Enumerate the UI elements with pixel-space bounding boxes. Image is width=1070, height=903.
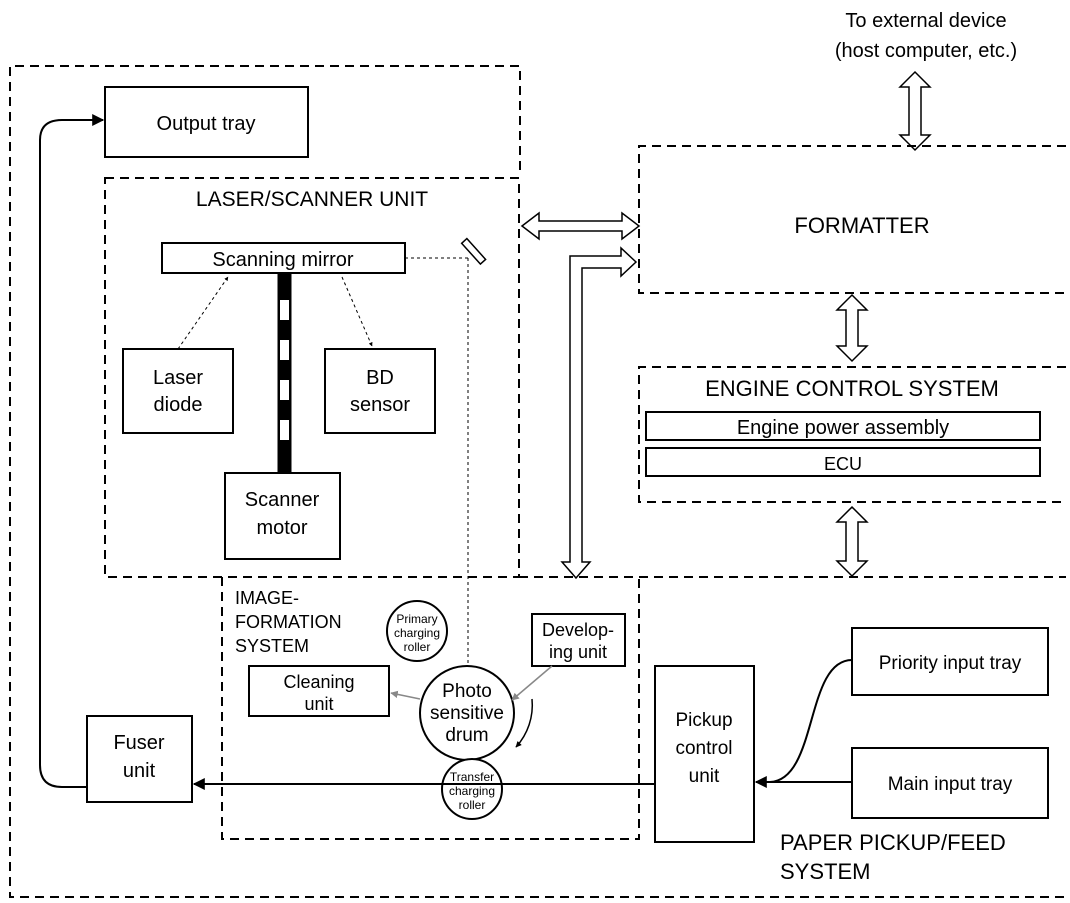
transfer-charging-roller <box>441 758 503 820</box>
pickup-control-label: Pickup <box>675 710 732 731</box>
main-input-tray-box <box>851 747 1049 819</box>
cleaning-unit-box <box>248 665 390 717</box>
scanner-shaft-stripe <box>280 300 289 320</box>
image-formation-title: SYSTEM <box>235 636 309 656</box>
main-input-tray-label: Main input tray <box>888 774 1013 795</box>
paper-path-fuser-to-output <box>39 114 105 788</box>
laser-scanner-title: LASER/SCANNER UNIT <box>196 188 428 211</box>
developing-unit-box <box>531 613 626 667</box>
pickup-control-unit-box <box>654 665 755 843</box>
bd-sensor-label: sensor <box>350 394 410 416</box>
primary-charging-roller <box>386 600 448 662</box>
scanner-motor-label: motor <box>256 517 307 539</box>
transfer-roller-label: charging <box>449 784 495 798</box>
transfer-roller-label: Transfer <box>450 770 494 784</box>
bd-sensor-box <box>324 348 436 434</box>
laser-beam-diode-to-mirror <box>177 276 229 350</box>
developing-unit-label: ing unit <box>549 642 607 662</box>
drum-label: sensitive <box>430 703 504 724</box>
engine-power-assembly-label: Engine power assembly <box>737 417 949 439</box>
output-tray-label: Output tray <box>157 113 256 135</box>
scanner-shaft-stripe <box>280 340 289 360</box>
scanner-formatter-arrow <box>520 211 641 241</box>
engine-power-assembly-box <box>645 411 1041 441</box>
laser-scanner-unit-boundary <box>104 177 520 578</box>
fuser-unit-label: unit <box>123 760 156 782</box>
cleaning-unit-label: unit <box>304 694 333 714</box>
bd-sensor-label: BD <box>366 367 394 389</box>
primary-roller-label: roller <box>404 640 431 654</box>
laser-beam-mirror-to-bd <box>341 276 373 347</box>
primary-roller-label: charging <box>394 626 440 640</box>
engine-image-formation-arrow <box>560 246 638 580</box>
engine-control-boundary <box>638 366 1066 503</box>
engine-paper-arrow <box>835 505 869 578</box>
scanner-motor-box <box>224 472 341 560</box>
formatter-engine-arrow <box>835 293 869 363</box>
ecu-label: ECU <box>824 454 862 474</box>
fuser-unit-box <box>86 715 193 803</box>
paper-system-title: SYSTEM <box>780 859 870 884</box>
engine-control-title: ENGINE CONTROL SYSTEM <box>705 376 999 401</box>
external-device-label: To external device <box>845 10 1006 32</box>
paper-path-priority-to-pickup <box>769 659 853 783</box>
developing-unit-label: Develop- <box>542 620 614 640</box>
output-tray-box <box>104 86 309 158</box>
reflecting-mirror <box>460 237 487 266</box>
laser-diode-label: diode <box>154 394 203 416</box>
scanner-motor-label: Scanner <box>245 489 320 511</box>
priority-input-tray-box <box>851 627 1049 696</box>
drum-rotation-arrow <box>515 698 534 748</box>
priority-input-tray-label: Priority input tray <box>879 653 1022 674</box>
image-formation-title: FORMATION <box>235 612 342 632</box>
transfer-roller-label: roller <box>459 798 486 812</box>
laser-diode-box <box>122 348 234 434</box>
developing-to-drum-arrow <box>511 665 553 701</box>
image-formation-title: IMAGE- <box>235 588 299 608</box>
ecu-box <box>645 447 1041 477</box>
laser-diode-label: Laser <box>153 367 203 389</box>
drum-label: Photo <box>442 681 492 702</box>
external-formatter-arrow <box>898 70 932 152</box>
scanner-shaft-stripe <box>280 420 289 440</box>
formatter-label: FORMATTER <box>794 213 929 238</box>
scanning-mirror-label: Scanning mirror <box>212 249 354 271</box>
pickup-control-label: unit <box>689 766 720 787</box>
drum-to-cleaning-arrow <box>390 690 421 700</box>
paper-system-title: PAPER PICKUP/FEED <box>780 830 1006 855</box>
scanner-shaft-stripe <box>280 380 289 400</box>
formatter-boundary <box>638 145 1066 294</box>
drum-label: drum <box>445 725 488 746</box>
pickup-control-label: control <box>675 738 732 759</box>
external-device-sublabel: (host computer, etc.) <box>835 40 1017 62</box>
fuser-unit-label: Fuser <box>113 732 164 754</box>
primary-roller-label: Primary <box>396 612 437 626</box>
cleaning-unit-label: Cleaning <box>283 672 354 692</box>
image-formation-boundary <box>221 577 640 840</box>
